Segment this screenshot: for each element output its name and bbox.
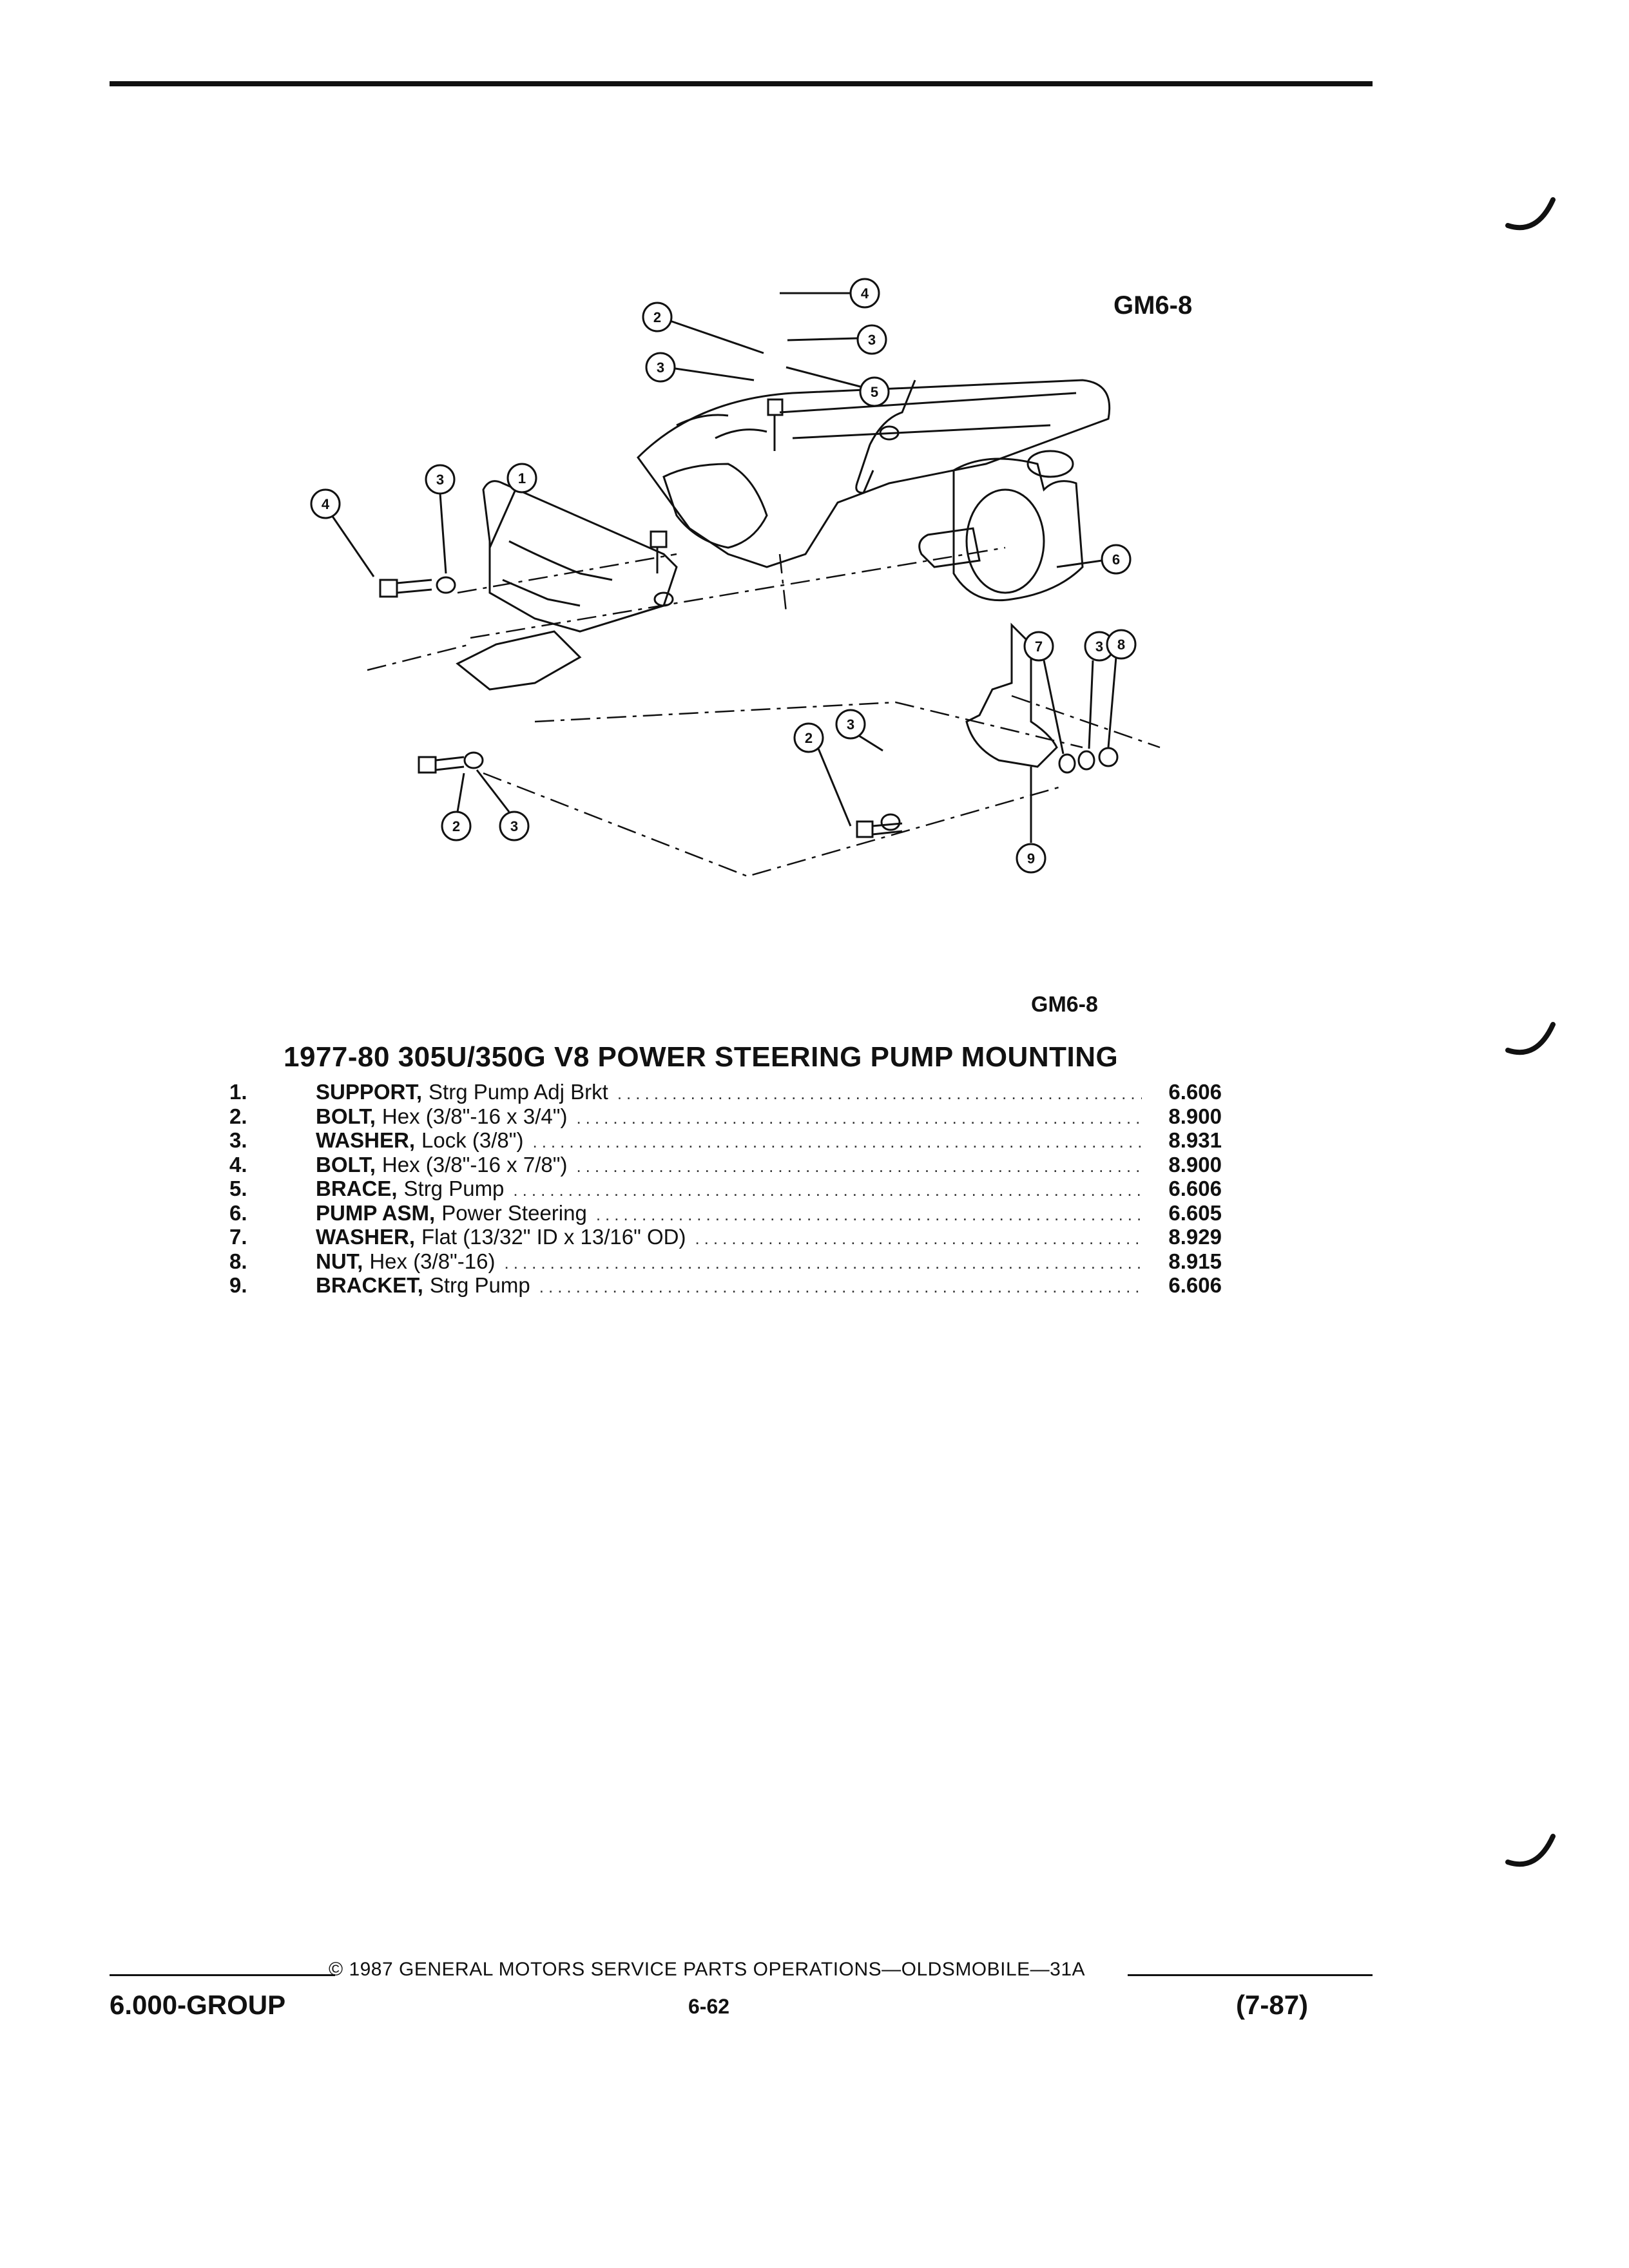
part-number: 9. xyxy=(229,1273,247,1297)
parts-row: 1. SUPPORT,Strg Pump Adj Brkt...........… xyxy=(229,1080,1222,1104)
part-group: 6.606 xyxy=(1168,1177,1222,1200)
callout-3: 3 xyxy=(1095,639,1103,655)
part-name: PUMP ASM, xyxy=(316,1200,436,1225)
part-name: BRACKET, xyxy=(316,1273,423,1297)
dot-leader: ........................................… xyxy=(595,1204,1142,1224)
callout-3: 3 xyxy=(868,332,876,348)
parts-row: 9. BRACKET,Strg Pump....................… xyxy=(229,1273,1222,1298)
parts-row: 7. WASHER,Flat (13/32" ID x 13/16" OD)..… xyxy=(229,1225,1222,1249)
part-spec: Strg Pump xyxy=(403,1177,505,1200)
callout-5: 5 xyxy=(871,384,878,400)
page-number: 6-62 xyxy=(688,1995,730,2018)
dot-leader: ........................................… xyxy=(576,1108,1142,1128)
dot-leader: ........................................… xyxy=(576,1156,1142,1176)
part-group: 8.931 xyxy=(1168,1128,1222,1152)
dot-leader: ........................................… xyxy=(513,1180,1142,1200)
part-group: 6.606 xyxy=(1168,1080,1222,1104)
part-name: BOLT, xyxy=(316,1104,376,1128)
dot-leader: ........................................… xyxy=(695,1229,1142,1248)
part-spec: Lock (3/8") xyxy=(421,1128,524,1152)
part-spec: Strg Pump xyxy=(429,1273,530,1297)
dot-leader: ........................................… xyxy=(504,1253,1142,1273)
part-group: 6.606 xyxy=(1168,1273,1222,1297)
part-number: 3. xyxy=(229,1128,247,1152)
callout-3: 3 xyxy=(510,818,518,834)
parts-row: 5. BRACE,Strg Pump......................… xyxy=(229,1177,1222,1201)
part-spec: Hex (3/8"-16 x 3/4") xyxy=(381,1104,568,1128)
part-name: NUT, xyxy=(316,1249,363,1273)
part-group: 8.929 xyxy=(1168,1225,1222,1249)
support-bracket xyxy=(482,480,678,633)
callout-6: 6 xyxy=(1112,552,1120,568)
parts-row: 8. NUT,Hex (3/8"-16)....................… xyxy=(229,1249,1222,1274)
callout-1: 1 xyxy=(518,470,526,486)
part-name: BRACE, xyxy=(316,1177,398,1200)
callout-2: 2 xyxy=(805,730,813,746)
part-group: 8.900 xyxy=(1168,1104,1222,1128)
part-name: BOLT, xyxy=(316,1152,376,1177)
callout-4: 4 xyxy=(322,496,330,512)
part-spec: Power Steering xyxy=(441,1200,587,1225)
callout-7: 7 xyxy=(1035,639,1043,655)
figure-code-top: GM6-8 xyxy=(1113,291,1193,320)
top-rule xyxy=(110,81,1373,86)
dot-leader: ........................................… xyxy=(532,1132,1142,1151)
part-spec: Strg Pump Adj Brkt xyxy=(429,1080,608,1104)
group-label: 6.000-GROUP xyxy=(110,1990,286,2020)
parts-row: 4. BOLT,Hex (3/8"-16 x 7/8")............… xyxy=(229,1153,1222,1177)
part-number: 7. xyxy=(229,1225,247,1249)
callout-3: 3 xyxy=(436,472,444,488)
part-name: WASHER, xyxy=(316,1225,416,1249)
part-number: 4. xyxy=(229,1152,247,1177)
figure-code-bottom: GM6-8 xyxy=(1031,992,1098,1017)
binder-mark-top xyxy=(1505,197,1556,231)
footer-rule-right xyxy=(1128,1974,1373,1976)
pump-assembly xyxy=(952,457,1084,602)
callout-2: 2 xyxy=(452,818,460,834)
part-group: 8.915 xyxy=(1168,1249,1222,1273)
callout-8: 8 xyxy=(1117,637,1125,653)
part-group: 8.900 xyxy=(1168,1152,1222,1177)
part-number: 6. xyxy=(229,1200,247,1225)
part-name: SUPPORT, xyxy=(316,1080,423,1104)
part-number: 2. xyxy=(229,1104,247,1128)
copyright-notice: © 1987 GENERAL MOTORS SERVICE PARTS OPER… xyxy=(329,1959,1086,1980)
callout-2: 2 xyxy=(653,309,661,325)
callout-9: 9 xyxy=(1027,850,1035,867)
footer-rule-left xyxy=(110,1974,335,1976)
part-number: 8. xyxy=(229,1249,247,1273)
part-spec: Hex (3/8"-16 x 7/8") xyxy=(381,1152,568,1177)
pump-bracket xyxy=(965,622,1058,768)
part-group: 6.605 xyxy=(1168,1200,1222,1225)
dot-leader: ........................................… xyxy=(539,1277,1142,1296)
part-name: WASHER, xyxy=(316,1128,416,1152)
dot-leader: ........................................… xyxy=(617,1084,1142,1103)
exploded-diagram: 2 3 4 3 5 1 3 4 6 7 3 8 3 2 9 2 3 xyxy=(310,278,1161,878)
parts-list: 1. SUPPORT,Strg Pump Adj Brkt...........… xyxy=(229,1080,1222,1298)
parts-row: 3. WASHER,Lock (3/8")...................… xyxy=(229,1128,1222,1153)
binder-mark-bottom xyxy=(1505,1834,1556,1867)
callout-4: 4 xyxy=(861,285,869,302)
binder-mark-middle xyxy=(1505,1022,1556,1055)
part-spec: Hex (3/8"-16) xyxy=(369,1249,496,1273)
parts-row: 6. PUMP ASM,Power Steering..............… xyxy=(229,1201,1222,1225)
page-title: 1977-80 305U/350G V8 POWER STEERING PUMP… xyxy=(284,1041,1119,1073)
part-number: 5. xyxy=(229,1177,247,1200)
part-number: 1. xyxy=(229,1080,247,1104)
revision-date: (7-87) xyxy=(1236,1990,1309,2020)
part-spec: Flat (13/32" ID x 13/16" OD) xyxy=(421,1225,686,1249)
engine-block xyxy=(637,379,1111,568)
callout-3: 3 xyxy=(657,360,664,376)
brace xyxy=(855,380,916,494)
parts-row: 2. BOLT,Hex (3/8"-16 x 3/4")............… xyxy=(229,1104,1222,1129)
callout-3: 3 xyxy=(847,716,854,733)
